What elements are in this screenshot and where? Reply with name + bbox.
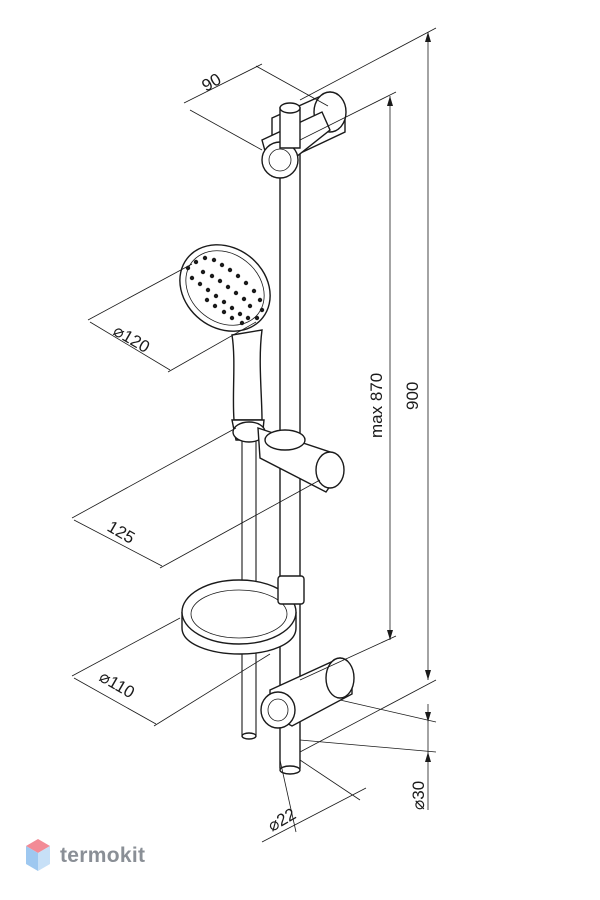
spray-nozzles bbox=[185, 255, 265, 326]
brand-logo: termokit bbox=[24, 836, 145, 876]
dimension-900: 900 bbox=[299, 27, 437, 753]
dimension-110-label: ⌀110 bbox=[96, 667, 138, 702]
sliding-holder bbox=[231, 419, 345, 493]
dimension-22: ⌀22 bbox=[261, 759, 367, 843]
cube-logo-icon bbox=[26, 839, 50, 871]
soap-dish bbox=[181, 575, 305, 655]
dimension-max-870: max 870 bbox=[299, 91, 397, 681]
dimension-max-870-label: max 870 bbox=[367, 373, 386, 438]
dimension-22-label: ⌀22 bbox=[265, 804, 300, 835]
brand-name: termokit bbox=[60, 844, 146, 867]
dimension-125-label: 125 bbox=[104, 517, 138, 548]
bottom-wall-bracket bbox=[260, 657, 355, 729]
hand-shower bbox=[179, 244, 271, 421]
top-wall-bracket bbox=[261, 91, 347, 179]
dimension-30: ⌀30 bbox=[299, 699, 437, 810]
dimension-900-label: 900 bbox=[403, 382, 422, 410]
dimension-90-label: 90 bbox=[199, 70, 225, 96]
dimension-30-label: ⌀30 bbox=[409, 781, 428, 810]
dimension-120-label: ⌀120 bbox=[110, 321, 153, 357]
